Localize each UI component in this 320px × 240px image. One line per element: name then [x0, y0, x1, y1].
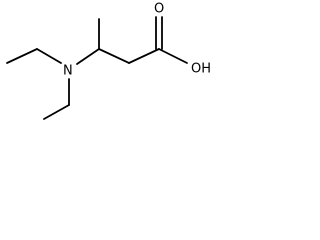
ch-to-ch2-bond [98, 48, 130, 64]
carbonyl-oxygen-label: O [154, 2, 164, 17]
structural-formula: N O OH [6, 2, 211, 120]
ethyl-lower-methyl-bond [43, 104, 70, 120]
nitrogen-label: N [63, 64, 73, 79]
ethyl-left-ch2-to-n-bond [36, 48, 62, 64]
n-to-ch-bond [76, 48, 100, 65]
molecule-canvas: N O OH [0, 0, 230, 134]
hydroxyl-label: OH [191, 62, 211, 77]
c-to-oh-bond [158, 48, 188, 64]
ch2-to-carbonyl-bond [128, 48, 160, 64]
ethyl-left-methyl-bond [6, 48, 38, 64]
